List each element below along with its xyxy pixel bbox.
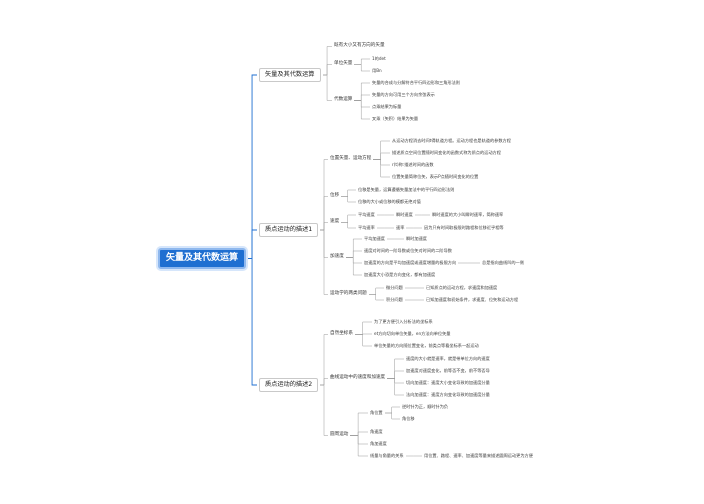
connector-leaf-angular-position-sign xyxy=(385,406,400,414)
leaf-acceleration-derivative[interactable]: 速度对时间的一阶导数或位矢对时间的二阶导数 xyxy=(364,248,452,253)
connector-leaf-natural-coordinates-1 xyxy=(355,321,372,335)
leaf-displacement-2[interactable]: 位移的大小或位移的模都无绝对值 xyxy=(358,199,421,204)
leaf-natural-coordinates-1[interactable]: 为了更方便引入分析法的坐标系 xyxy=(374,319,433,324)
connector-leaf-operation-2 xyxy=(354,94,370,101)
leaf-acceleration-direction-note[interactable]: 总是指向曲线凹的一侧 xyxy=(482,260,524,265)
leaf-curvilinear-4[interactable]: 法向加速度：速度方向变化导致的加速度分量 xyxy=(406,392,490,397)
connector-leaf-operation-1 xyxy=(354,82,370,101)
leaf-operation-2[interactable]: 矢量的方向可用三个方向余弦表示 xyxy=(372,92,435,97)
leaf-position-3[interactable]: r(t)称:描述时间的函数 xyxy=(392,162,434,167)
connector-leaf-natural-coordinates-3 xyxy=(355,334,372,347)
leaf-acceleration-change[interactable]: 加速度大小恐是方向变化，都有加速度 xyxy=(364,272,436,277)
connector-leaf-operation-3 xyxy=(354,100,370,108)
leaf-operation-3[interactable]: 点乘结果为标量 xyxy=(372,104,402,109)
connector-leaf-average-acceleration xyxy=(346,238,362,258)
leaf-operation-4[interactable]: 叉乘（矢积）结果为矢量 xyxy=(372,116,419,121)
connector-leaf-unit-vector-1 xyxy=(354,58,370,65)
leaf-average-acceleration[interactable]: 平均加速度 xyxy=(364,236,385,241)
leaf-displacement-1[interactable]: 位移是矢量，运算遵循矢量加法中的平行四边形法则 xyxy=(358,187,455,192)
connector-subtopic-unit-vector xyxy=(323,64,332,76)
subtopic-vector-definition[interactable]: 既有大小又有方向的矢量 xyxy=(334,43,385,48)
leaf-differential-problem-note[interactable]: 已知质点的运动方程，求速度和加速度 xyxy=(426,285,498,290)
leaf-integral-problem-note[interactable]: 已知加速度和初始条件，求速度、位矢和运动方程 xyxy=(426,297,519,302)
main-topic-particle-motion-2[interactable]: 质点运动的描述2 xyxy=(259,378,319,393)
connector-leaf-acceleration-change xyxy=(346,257,362,276)
subtopic-algebra-operations[interactable]: 代数运算 xyxy=(334,97,353,102)
leaf-position-1[interactable]: 从运动方程消去时间t得轨道方程。运动方程也是轨道的参数方程 xyxy=(392,138,511,143)
leaf-position-4[interactable]: 位置矢量简称位矢，表示P点随时间变化的位置 xyxy=(392,174,479,179)
leaf-curvilinear-2[interactable]: 加速度对速度变化，前等否不变，前不等否导 xyxy=(406,368,490,373)
subtopic-acceleration[interactable]: 加速度 xyxy=(330,254,344,259)
connector-leaf-angular-velocity xyxy=(350,431,368,436)
connector-subtopic-kinematics-problems xyxy=(320,229,328,295)
leaf-curvilinear-3[interactable]: 切向加速度：速度大小变化导致的加速度分量 xyxy=(406,380,490,385)
leaf-average-speed[interactable]: 平均速率 xyxy=(358,225,375,230)
leaf-integral-problem[interactable]: 积分问题 xyxy=(386,297,403,302)
main-topic-particle-motion-1[interactable]: 质点运动的描述1 xyxy=(259,223,319,238)
connector-leaf-position-1 xyxy=(373,140,390,160)
leaf-operation-1[interactable]: 矢量的合成与分解符合平行四边形和三角形法则 xyxy=(372,80,460,85)
connector-leaf-acceleration-direction xyxy=(346,257,362,264)
connector-leaf-average-speed xyxy=(341,222,356,229)
subtopic-natural-coordinates[interactable]: 自然坐标系 xyxy=(330,331,353,336)
leaf-unit-vector-1[interactable]: 1的det xyxy=(372,56,386,61)
leaf-speed-note[interactable]: 因为只有时间取极限时路程和位移近乎相等 xyxy=(424,225,504,230)
connector-leaf-position-2 xyxy=(373,152,390,160)
leaf-angular-displacement[interactable]: 角位移 xyxy=(402,416,415,421)
connector-leaf-integral-problem xyxy=(369,294,384,301)
main-topic-vector-algebra[interactable]: 矢量及其代数运算 xyxy=(259,68,321,83)
connector-leaf-curvilinear-4 xyxy=(387,378,404,396)
leaf-acceleration-direction[interactable]: 加速度的方向是平均加速度或速度增量的极限方向 xyxy=(364,260,457,265)
connector-leaf-acceleration-derivative xyxy=(346,250,362,258)
subtopic-circular-motion[interactable]: 圆周运动 xyxy=(330,432,349,437)
leaf-angular-position[interactable]: 角位置 xyxy=(370,410,383,415)
connector-main-topic-particle-motion-2 xyxy=(248,258,257,386)
connector-leaf-displacement-2 xyxy=(341,196,356,203)
connector-leaf-curvilinear-3 xyxy=(387,378,404,384)
subtopic-kinematics-problems[interactable]: 运动学的两类问题 xyxy=(330,291,367,296)
connector-leaf-angular-displacement xyxy=(385,412,400,420)
connector-subtopic-vector-definition xyxy=(323,46,332,76)
connector-leaf-position-3 xyxy=(373,159,390,166)
leaf-angular-position-sign[interactable]: 逆时针为正，顺时针为负 xyxy=(402,404,449,409)
connector-subtopic-natural-coordinates xyxy=(320,334,328,386)
subtopic-unit-vector[interactable]: 单位矢量 xyxy=(334,61,353,66)
connector-main-topic-particle-motion-1 xyxy=(248,229,257,259)
leaf-unit-vector-2[interactable]: 用Bn xyxy=(372,68,382,73)
connector-leaf-curvilinear-1 xyxy=(387,358,404,379)
connector-leaf-displacement-1 xyxy=(341,189,356,197)
connector-subtopic-circular-motion xyxy=(320,384,328,436)
leaf-instant-acceleration[interactable]: 瞬时加速度 xyxy=(406,236,427,241)
subtopic-curvilinear-motion[interactable]: 曲线运动中的速度和加速度 xyxy=(330,375,386,380)
connector-leaf-average-velocity xyxy=(341,214,356,223)
connector-leaf-curvilinear-2 xyxy=(387,370,404,379)
connector-leaf-position-4 xyxy=(373,159,390,178)
leaf-instant-velocity[interactable]: 瞬时速度 xyxy=(396,212,413,217)
leaf-linear-angular-relation[interactable]: 线量与角量的关系 xyxy=(370,453,404,458)
leaf-instant-velocity-note[interactable]: 瞬时速度的大小叫瞬时速率，简称速率 xyxy=(432,212,504,217)
subtopic-velocity[interactable]: 速度 xyxy=(330,219,340,224)
connector-leaf-linear-angular-relation xyxy=(350,435,368,457)
connector-subtopic-curvilinear-motion xyxy=(320,378,328,386)
leaf-speed[interactable]: 速率 xyxy=(396,225,405,230)
leaf-angular-velocity[interactable]: 角速度 xyxy=(370,429,383,434)
leaf-linear-angular-relation-note[interactable]: 用位置、路程、速率、加速度等量来描述圆周运动更为方便 xyxy=(424,453,533,458)
connector-leaf-unit-vector-2 xyxy=(354,64,370,72)
connector-leaf-operation-4 xyxy=(354,100,370,120)
connector-subtopic-algebra-operations xyxy=(323,74,332,101)
leaf-angular-acceleration[interactable]: 角加速度 xyxy=(370,441,387,446)
leaf-differential-problem[interactable]: 微分问题 xyxy=(386,285,403,290)
connector-subtopic-velocity xyxy=(320,222,328,231)
subtopic-displacement[interactable]: 位移 xyxy=(330,193,340,198)
connector-leaf-angular-acceleration xyxy=(350,435,368,445)
connector-leaf-differential-problem xyxy=(369,287,384,295)
leaf-position-2[interactable]: 描述质点空间位置随时间变化的函数式称为质点的运动方程 xyxy=(392,150,501,155)
root-node[interactable]: 矢量及其代数运算 xyxy=(158,248,247,269)
subtopic-position-vector[interactable]: 位置矢量、运动方程 xyxy=(330,156,372,161)
leaf-natural-coordinates-2[interactable]: et方向切向单位矢量，en方法向单位矢量 xyxy=(374,331,451,336)
leaf-curvilinear-1[interactable]: 速度的大小就是速率，就是带单位方向的速度 xyxy=(406,356,490,361)
leaf-average-velocity[interactable]: 平均速度 xyxy=(358,212,375,217)
leaf-natural-coordinates-3[interactable]: 单位矢量的方向随位置变化，前类点等看坐标系一起运动 xyxy=(374,343,479,348)
